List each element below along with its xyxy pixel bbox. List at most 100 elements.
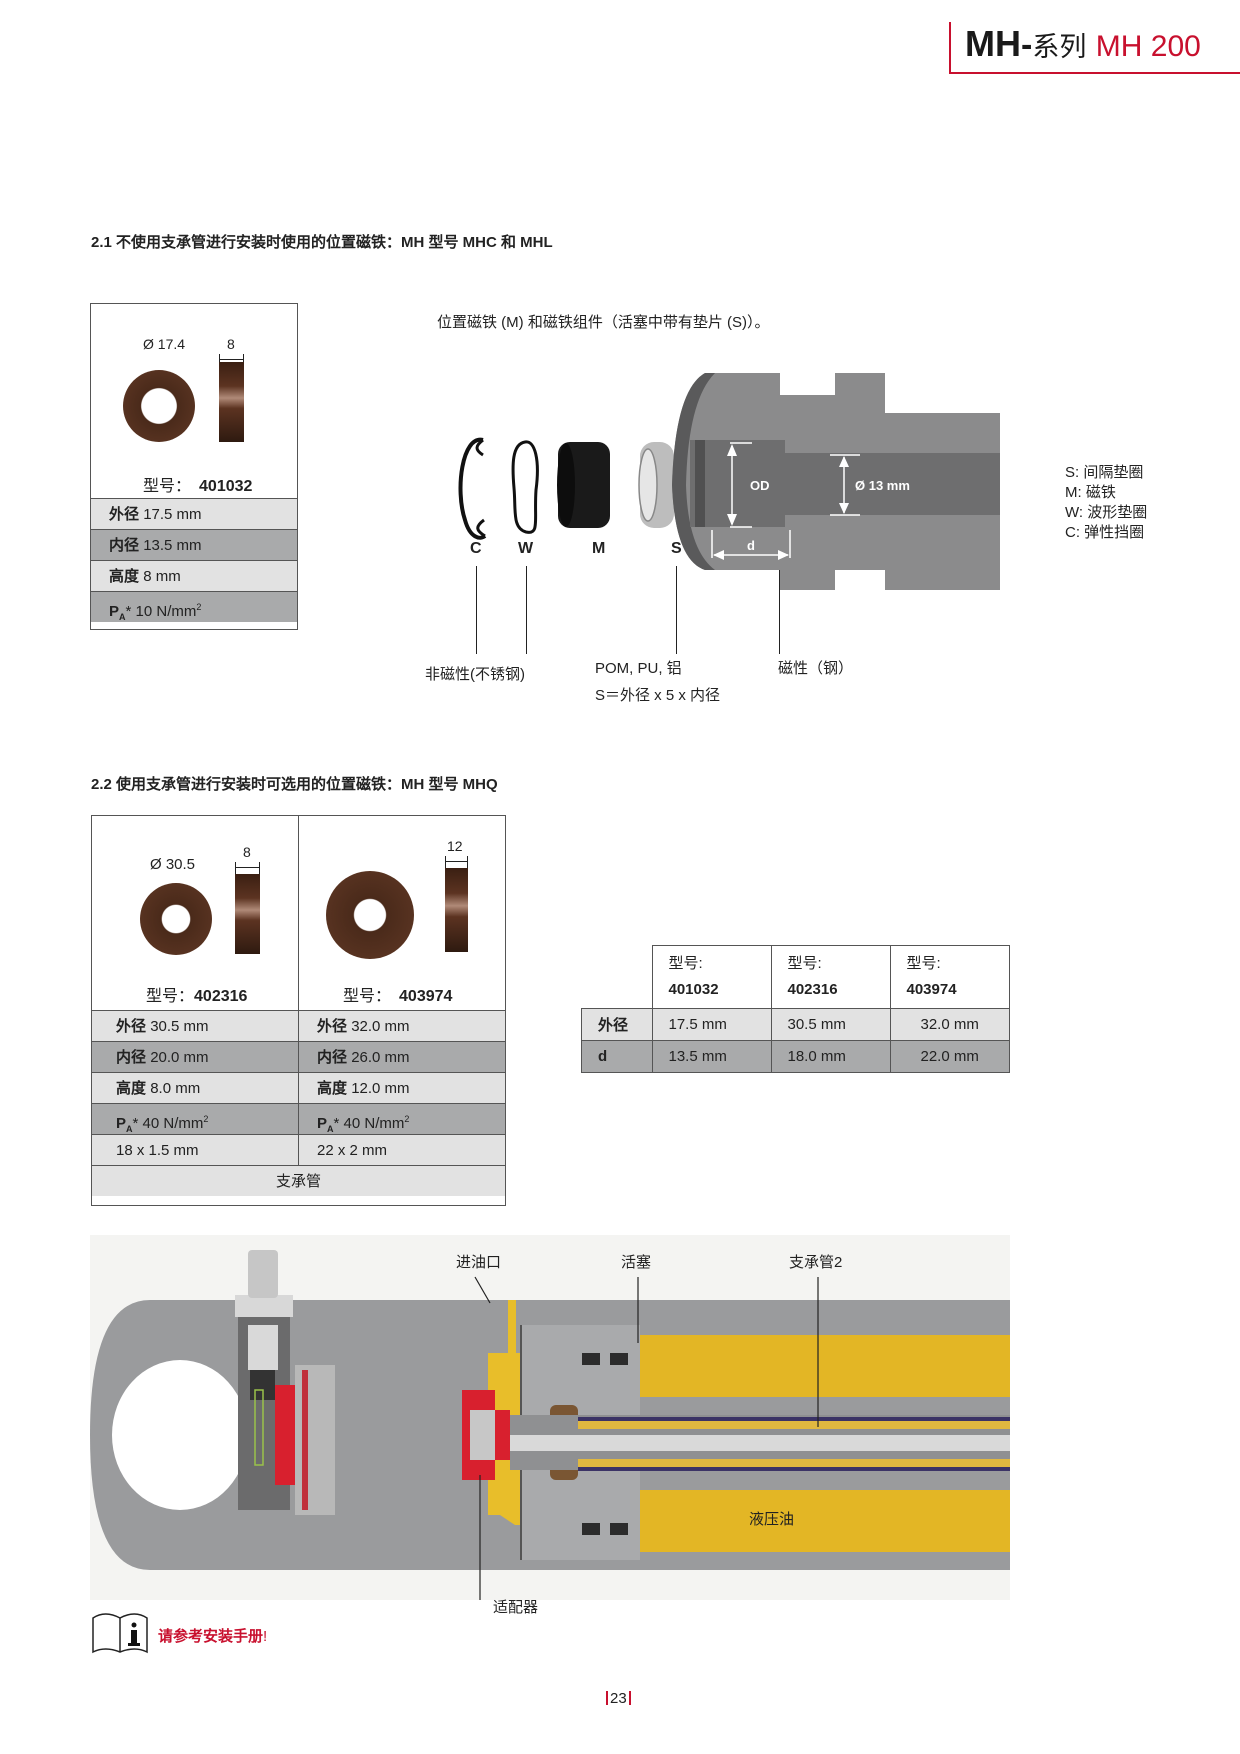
part-letter-w: W [518,540,534,557]
support-tube [510,1435,1010,1451]
magnet-ring-icon [123,370,195,442]
manual-info-icon [92,1613,148,1654]
spec-box-mhq: Ø 30.5 8 型号：402316 12 型号：403974 外径 30.5 … [91,815,506,1206]
callout-line-c [476,566,477,654]
figure-402316: Ø 30.5 8 型号：402316 [92,816,299,1010]
connector-icon [248,1250,278,1298]
cylinder-cutaway-diagram [90,1235,1010,1600]
spec-row-od: 外径 32.0 mm [299,1010,505,1041]
legend-m: M: 磁铁 [1065,484,1116,501]
install-manual-notice: 请参考安装手册! [158,1628,268,1645]
header-model: MH 200 [1095,30,1201,63]
spec-box-figure: Ø 17.4 8 型号：401032 [91,304,297,498]
dim-tick [243,354,244,366]
spec-row-od: 外径 17.5 mm [91,498,297,529]
header-dash: - [1021,26,1033,64]
dim-tick [259,862,260,874]
dim-tick [445,856,446,868]
page-header: MH-系列 MH 200 [949,22,1240,74]
model-label: 型号：403974 [343,988,453,1005]
magnet-ring-icon [326,871,414,959]
oil-chamber-top [640,1335,1010,1397]
spec-row-od: 外径 30.5 mm [92,1010,298,1041]
header-401032: 型号:401032 [651,945,772,1009]
callout-magnetic: 磁性（钢） [778,660,854,677]
figure-403974: 12 型号：403974 [299,816,505,1010]
magnet-side-icon [219,362,244,442]
spec-row-height: 高度 12.0 mm [299,1072,505,1103]
table-row: 外径 17.5 mm 30.5 mm 32.0 mm [581,1008,1010,1041]
callout-line-s [676,566,677,654]
magnet-assembly-diagram: OD Ø 13 mm d [458,373,1000,590]
svg-text:d: d [747,538,755,553]
spec-row-tube-size: 22 x 2 mm [299,1134,505,1165]
spec-row-pressure: PA* 40 N/mm2 [92,1103,298,1134]
header-402316: 型号:402316 [770,945,891,1009]
spec-rows: 外径 30.5 mm 内径 20.0 mm 高度 8.0 mm PA* 40 N… [92,1010,505,1165]
spec-box-401032: Ø 17.4 8 型号：401032 外径 17.5 mm 内径 13.5 mm… [90,303,298,630]
label-hydraulic-oil: 液压油 [749,1511,795,1528]
diameter-label: Ø 17.4 [143,336,186,352]
circlip-icon [458,437,487,540]
dim-arrow [446,861,467,862]
section-1-title: 2.1 不使用支承管进行安装时使用的位置磁铁：MH 型号 MHC 和 MHL [91,234,553,251]
height-dim-label: 12 [447,838,463,854]
diagram-caption: 位置磁铁 (M) 和磁铁组件（活塞中带有垫片 (S)）。 [437,314,770,331]
callout-nonmagnetic: 非磁性(不锈钢) [425,666,525,683]
spec-row-pressure: PA* 40 N/mm2 [299,1103,505,1134]
header-title: MH-系列 MH 200 [965,24,1201,67]
spec-row-id: 内径 26.0 mm [299,1041,505,1072]
dim-arrow [236,867,259,868]
callout-spacer-material: POM, PU, 铝 [595,660,682,677]
dim-tick [467,856,468,868]
label-piston: 活塞 [621,1254,652,1271]
oil-chamber-bottom [640,1490,1010,1552]
dim-tick [219,354,220,366]
label-adapter: 适配器 [493,1599,539,1616]
mounting-eye [112,1360,248,1510]
label-oil-inlet: 进油口 [456,1254,502,1271]
table-header-row: 型号:401032 型号:402316 型号:403974 [581,945,1010,1009]
page-number: 23 [606,1690,631,1707]
model-label: 型号：402316 [146,988,248,1005]
spec-col-403974: 外径 32.0 mm 内径 26.0 mm 高度 12.0 mm PA* 40 … [299,1010,505,1165]
spec-box-figures: Ø 30.5 8 型号：402316 12 型号：403974 [92,816,505,1010]
table-row: d 13.5 mm 18.0 mm 22.0 mm [581,1040,1010,1073]
header-403974: 型号:403974 [889,945,1010,1009]
diameter-label: Ø 30.5 [150,856,196,873]
legend-s: S: 间隔垫圈 [1065,464,1144,481]
magnet-ring-icon [140,883,212,955]
comparison-table: 型号:401032 型号:402316 型号:403974 外径 17.5 mm… [581,945,1010,1073]
model-label: 型号：401032 [143,478,253,495]
header-series: 系列 [1032,32,1087,62]
magnet-side-icon [445,868,468,952]
dim-arrow [220,359,243,360]
spec-row-id: 内径 20.0 mm [92,1041,298,1072]
wave-washer-icon [511,440,539,534]
spec-row-pressure: PA* 10 N/mm2 [91,591,297,622]
spec-row-id: 内径 13.5 mm [91,529,297,560]
electronics-red [275,1385,297,1485]
header-brand: MH [965,23,1021,64]
callout-line-piston [779,570,780,654]
section-2-title: 2.2 使用支承管进行安装时可选用的位置磁铁：MH 型号 MHQ [91,776,498,793]
spec-col-402316: 外径 30.5 mm 内径 20.0 mm 高度 8.0 mm PA* 40 N… [92,1010,299,1165]
spec-row-height: 高度 8.0 mm [92,1072,298,1103]
callout-line-w [526,566,527,654]
label-support-tube: 支承管2 [789,1254,843,1271]
svg-text:Ø 13 mm: Ø 13 mm [855,478,910,493]
legend-w: W: 波形垫圈 [1065,504,1148,521]
height-dim-label: 8 [227,336,235,352]
svg-text:OD: OD [750,478,770,493]
spec-row-height: 高度 8 mm [91,560,297,591]
part-letter-m: M [592,540,606,557]
legend-c: C: 弹性挡圈 [1065,524,1145,541]
parts-legend: S: 间隔垫圈 M: 磁铁 W: 波形垫圈 C: 弹性挡圈 [1065,463,1147,543]
height-dim-label: 8 [243,844,251,860]
spec-footer-support-tube: 支承管 [92,1165,505,1196]
callout-spacer-formula: S＝外径 x 5 x 内径 [595,687,721,704]
connector-base [235,1295,293,1317]
dim-tick [235,862,236,874]
part-letter-s: S [671,540,682,557]
spec-row-tube-size: 18 x 1.5 mm [92,1134,298,1165]
